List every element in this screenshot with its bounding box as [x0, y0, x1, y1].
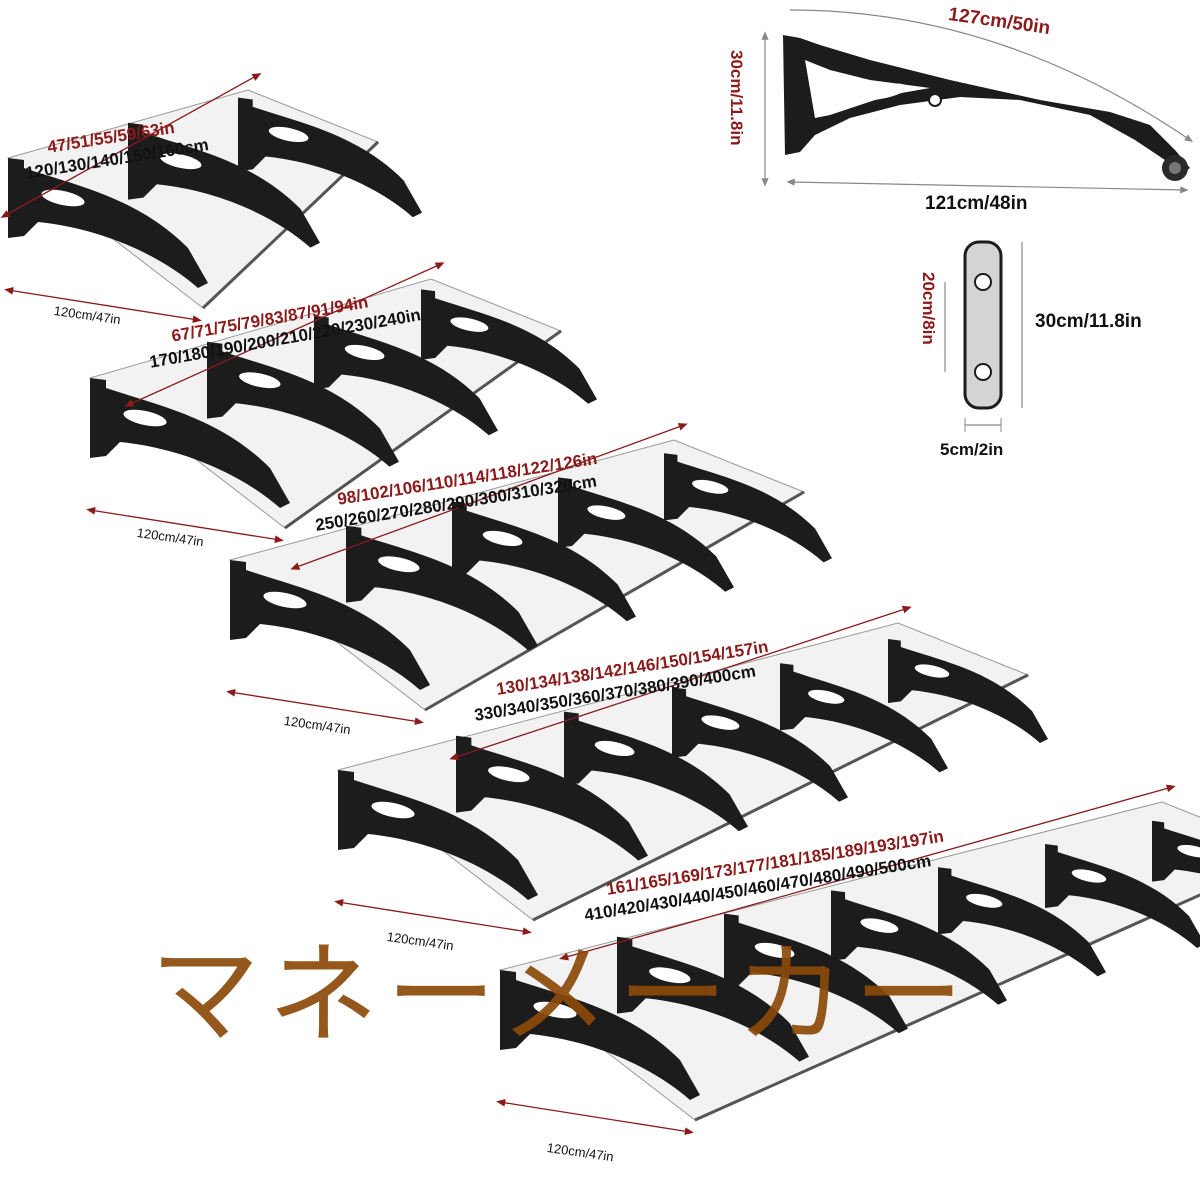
canopy-5 — [496, 784, 1200, 1136]
width-dimension-line — [124, 262, 445, 407]
mounting-plate — [963, 240, 1003, 410]
bracket-cutout — [914, 664, 950, 678]
plate-detail — [944, 240, 1023, 432]
bracket-cutout — [371, 801, 415, 819]
bracket-cutout-oval — [852, 83, 908, 101]
canopy-2 — [86, 262, 597, 544]
depth-dimension-line — [334, 898, 532, 936]
plate-hole-top — [974, 273, 992, 291]
bracket-reach: 121cm/48in — [925, 193, 1028, 214]
canopy-3 — [226, 423, 832, 726]
depth-dimension-line — [496, 1098, 694, 1136]
width-dimension-line — [290, 423, 688, 570]
arc-dimension-line — [789, 9, 1193, 143]
depth-dimension-line — [226, 688, 424, 726]
width-dimension-line — [559, 784, 1176, 961]
width-dimension-line — [0, 73, 262, 218]
bracket-cutout — [263, 591, 307, 609]
watermark-text: マネーメーカー — [150, 931, 972, 1059]
plate-height: 30cm/11.8in — [1035, 311, 1142, 332]
bracket-end-cap-inner — [1169, 162, 1181, 174]
bracket-cutout — [533, 1001, 577, 1019]
canopy-1 — [0, 73, 422, 324]
bracket-cutout — [123, 409, 167, 427]
bracket-cutout — [450, 317, 489, 332]
reach-dimension-line — [786, 178, 1189, 194]
bracket-bolt-hole — [928, 93, 942, 107]
plate-width: 5cm/2in — [940, 440, 1004, 459]
bracket-cutout — [692, 479, 729, 494]
bracket-height: 30cm/11.8in — [727, 50, 746, 146]
canopy-4 — [334, 605, 1048, 936]
bracket-detail — [761, 9, 1193, 194]
bracket-cutout — [268, 126, 309, 142]
bracket-cutout — [1177, 844, 1200, 858]
depth-dimension-line — [86, 506, 284, 544]
plate-hole-bottom — [974, 363, 992, 381]
bracket-cutout — [488, 766, 530, 783]
bracket-cutout — [649, 967, 691, 984]
width-dimension-line — [449, 605, 912, 761]
bracket-side-profile — [783, 35, 1190, 175]
plate-hole-spacing: 20cm/8in — [919, 272, 938, 345]
